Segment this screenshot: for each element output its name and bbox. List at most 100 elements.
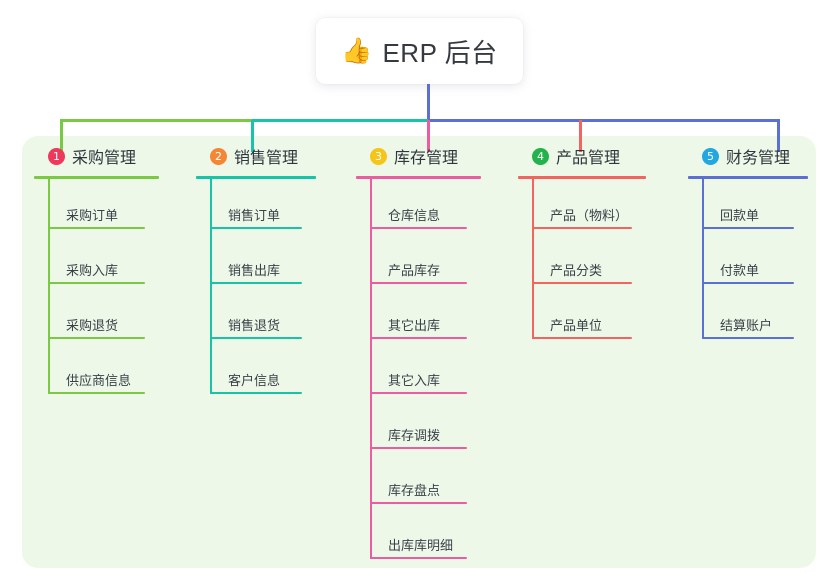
branch-item-label: 销售出库 xyxy=(228,263,281,278)
branch-item[interactable]: 产品（物料） xyxy=(532,179,686,234)
branch-item-label: 其它出库 xyxy=(388,318,441,333)
branch-items-2: 销售订单销售出库销售退货客户信息 xyxy=(210,179,356,399)
branch-header-4[interactable]: 4 产品管理 xyxy=(518,144,686,168)
branch-item-label: 供应商信息 xyxy=(66,373,132,388)
branch-item-label: 产品库存 xyxy=(388,263,441,278)
branch-item[interactable]: 采购入库 xyxy=(48,234,199,289)
branch-item-label: 回款单 xyxy=(720,208,760,223)
branch-title-2: 销售管理 xyxy=(234,150,299,167)
branch-item-underline xyxy=(370,392,467,394)
branch-item-underline xyxy=(702,227,794,229)
branch-item[interactable]: 产品分类 xyxy=(532,234,686,289)
branch-spine-1 xyxy=(48,179,50,394)
diagram-panel xyxy=(22,136,816,568)
branch-underline-1 xyxy=(34,176,159,179)
branch-items-5: 回款单付款单结算账户 xyxy=(702,179,839,344)
branch-spine-4 xyxy=(532,179,534,339)
branch-item[interactable]: 库存盘点 xyxy=(370,454,521,509)
branch-item[interactable]: 销售退货 xyxy=(210,289,356,344)
branch-item-underline xyxy=(210,227,302,229)
branch-item-underline xyxy=(702,282,794,284)
branch-item-label: 采购订单 xyxy=(66,208,119,223)
branch-item-underline xyxy=(48,282,145,284)
branch-item-label: 产品分类 xyxy=(550,263,603,278)
branch-item-label: 销售退货 xyxy=(228,318,281,333)
branch-item[interactable]: 库存调拨 xyxy=(370,399,521,454)
branch-underline-3 xyxy=(356,176,481,179)
root-node-card[interactable]: 👍 ERP 后台 xyxy=(316,18,523,84)
branch-item-underline xyxy=(370,447,467,449)
branch-item[interactable]: 采购退货 xyxy=(48,289,199,344)
branch-item[interactable]: 其它入库 xyxy=(370,344,521,399)
branch-item-label: 结算账户 xyxy=(720,318,773,333)
thumbs-up-icon: 👍 xyxy=(341,36,373,65)
branch-item-underline xyxy=(48,337,145,339)
branch-underline-2 xyxy=(196,176,316,179)
branch-item[interactable]: 结算账户 xyxy=(702,289,839,344)
branch-items-4: 产品（物料） 产品分类产品单位 xyxy=(532,179,686,344)
branch-column-1: 1 采购管理采购订单采购入库采购退货供应商信息 xyxy=(34,144,199,399)
branch-item-underline xyxy=(370,502,467,504)
branch-item[interactable]: 产品单位 xyxy=(532,289,686,344)
branch-items-3: 仓库信息产品库存其它出库其它入库库存调拨库存盘点出库库明细 xyxy=(370,179,521,564)
branch-item-label: 出库库明细 xyxy=(388,538,454,553)
branch-column-3: 3 库存管理仓库信息产品库存其它出库其它入库库存调拨库存盘点出库库明细 xyxy=(356,144,521,564)
branch-item-underline xyxy=(210,282,302,284)
branch-item-label: 产品（物料） xyxy=(550,208,629,223)
branch-item-underline xyxy=(532,337,632,339)
branch-item-label: 采购入库 xyxy=(66,263,119,278)
branch-item[interactable]: 销售出库 xyxy=(210,234,356,289)
branch-item-underline xyxy=(370,337,467,339)
branch-header-1[interactable]: 1 采购管理 xyxy=(34,144,199,168)
branch-item-label: 销售订单 xyxy=(228,208,281,223)
branch-underline-4 xyxy=(518,176,646,179)
branch-title-3: 库存管理 xyxy=(394,150,459,167)
branch-item[interactable]: 客户信息 xyxy=(210,344,356,399)
branch-badge-4: 4 xyxy=(532,147,549,165)
branch-underline-5 xyxy=(688,176,808,179)
branch-item-label: 库存盘点 xyxy=(388,483,441,498)
branch-item-label: 付款单 xyxy=(720,263,760,278)
branch-item[interactable]: 回款单 xyxy=(702,179,839,234)
branch-item-label: 库存调拨 xyxy=(388,428,441,443)
branch-item-underline xyxy=(370,227,467,229)
branch-item-underline xyxy=(48,227,145,229)
branch-item-underline xyxy=(370,282,467,284)
branch-item-label: 产品单位 xyxy=(550,318,603,333)
branch-item[interactable]: 仓库信息 xyxy=(370,179,521,234)
branch-item[interactable]: 出库库明细 xyxy=(370,509,521,564)
branch-spine-3 xyxy=(370,179,372,559)
branch-item-underline xyxy=(210,337,302,339)
branch-title-4: 产品管理 xyxy=(556,150,621,167)
branch-item-underline xyxy=(532,282,632,284)
branch-item-underline xyxy=(210,392,302,394)
branch-item-underline xyxy=(370,557,467,559)
branch-spine-2 xyxy=(210,179,212,394)
branch-item[interactable]: 供应商信息 xyxy=(48,344,199,399)
branch-item[interactable]: 产品库存 xyxy=(370,234,521,289)
branch-item-underline xyxy=(702,337,794,339)
root-node-title: ERP 后台 xyxy=(382,37,498,68)
branch-title-1: 采购管理 xyxy=(72,150,137,167)
branch-item-label: 其它入库 xyxy=(388,373,441,388)
branch-badge-3: 3 xyxy=(370,147,387,165)
branch-spine-5 xyxy=(702,179,704,339)
branch-header-3[interactable]: 3 库存管理 xyxy=(356,144,521,168)
branch-badge-5: 5 xyxy=(702,147,719,165)
branch-item-label: 仓库信息 xyxy=(388,208,441,223)
branch-item[interactable]: 其它出库 xyxy=(370,289,521,344)
branch-item-label: 客户信息 xyxy=(228,373,281,388)
branch-column-4: 4 产品管理产品（物料） 产品分类产品单位 xyxy=(518,144,686,344)
branch-item[interactable]: 销售订单 xyxy=(210,179,356,234)
branch-item[interactable]: 付款单 xyxy=(702,234,839,289)
branch-items-1: 采购订单采购入库采购退货供应商信息 xyxy=(48,179,199,399)
branch-badge-1: 1 xyxy=(48,147,65,165)
branch-item-underline xyxy=(48,392,145,394)
branch-item-underline xyxy=(532,227,632,229)
branch-item[interactable]: 采购订单 xyxy=(48,179,199,234)
